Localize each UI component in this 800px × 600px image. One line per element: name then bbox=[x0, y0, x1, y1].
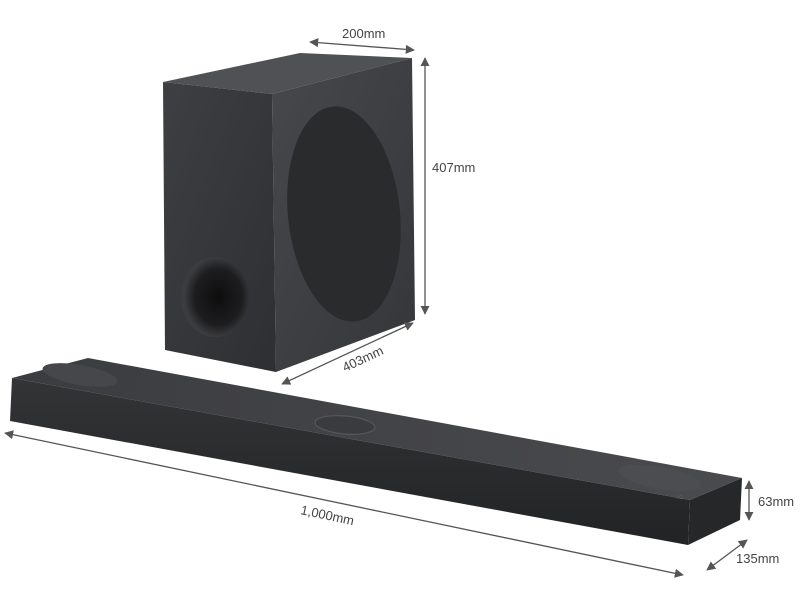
subwoofer-port bbox=[181, 257, 249, 337]
subwoofer-height-label: 407mm bbox=[432, 160, 475, 175]
depth-dimension-line bbox=[309, 38, 415, 54]
soundbar-left-speaker bbox=[42, 363, 118, 387]
bar-depth-dimension-line bbox=[706, 539, 748, 571]
subwoofer bbox=[163, 53, 415, 372]
lg-logo: LG bbox=[676, 494, 684, 501]
subwoofer-width-label: 403mm bbox=[340, 343, 386, 375]
soundbar: LG bbox=[10, 358, 742, 545]
subwoofer-depth-label: 200mm bbox=[342, 26, 385, 41]
soundbar-height-label: 63mm bbox=[758, 494, 794, 509]
bar-width-dimension-line bbox=[4, 430, 684, 578]
sub-width-dimension-line bbox=[281, 322, 414, 385]
soundbar-end-face bbox=[688, 478, 742, 545]
soundbar-depth-label: 135mm bbox=[736, 551, 779, 566]
soundbar-width-label: 1,000mm bbox=[299, 502, 355, 528]
subwoofer-driver bbox=[287, 106, 401, 322]
subwoofer-top-face bbox=[163, 53, 412, 94]
